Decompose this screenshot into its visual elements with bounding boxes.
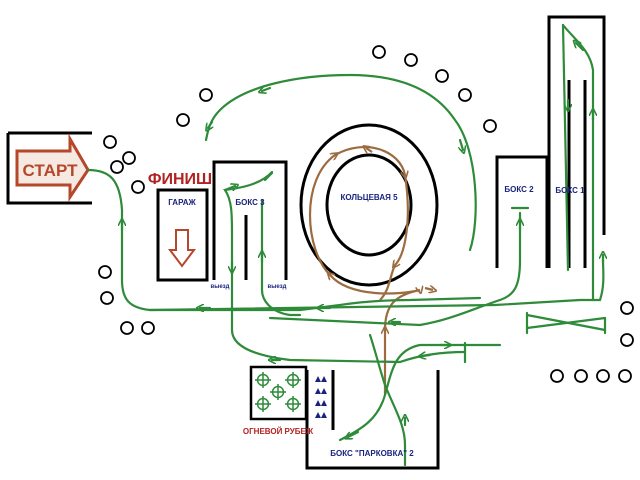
start-arrow (15, 133, 90, 202)
parking-markers (315, 376, 327, 418)
ring-route (309, 147, 433, 395)
garage-label: ГАРАЖ (168, 198, 196, 207)
exit-left-label: выезд (211, 284, 230, 290)
exit-right-label: выезд (268, 284, 287, 290)
finish-label: ФИНИШ (148, 171, 212, 188)
ring-label: КОЛЬЦЕВАЯ 5 (340, 193, 398, 202)
start-label: СТАРТ (23, 161, 79, 180)
garage-box (156, 188, 209, 282)
parking-label: БОКС "ПАРКОВКА" 2 (330, 449, 414, 458)
box1-box (547, 15, 606, 268)
firing-line-label: ОГНЕВОЙ РУБЕЖ (243, 427, 314, 436)
firing-line-box (249, 365, 308, 421)
box3-box (212, 160, 288, 280)
cones (98, 45, 634, 383)
garage-arrow (168, 229, 196, 268)
structures (6, 15, 606, 470)
box2-box (495, 155, 549, 268)
firing-targets (255, 372, 301, 412)
box1-label: БОКС 1 (555, 186, 585, 195)
box3-label: БОКС 3 (235, 198, 265, 207)
box2-label: БОКС 2 (504, 185, 534, 194)
start-gate (6, 131, 92, 205)
ring-inner (325, 153, 413, 257)
main-routes (86, 23, 605, 467)
